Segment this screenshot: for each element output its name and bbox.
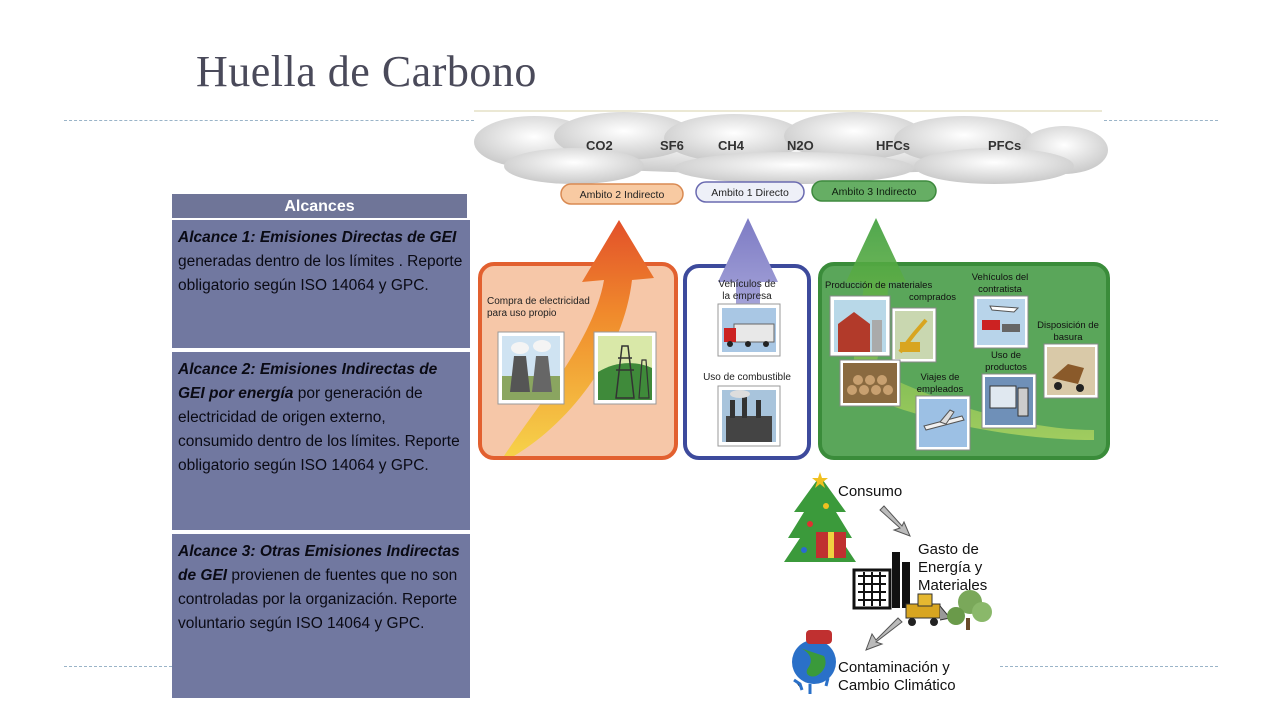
- scope-label-2: Ambito 2 Indirecto: [580, 189, 665, 201]
- cloud-icon: [474, 112, 1108, 184]
- table-row: Alcance 1: Emisiones Directas de GEI gen…: [172, 220, 470, 348]
- scope-label-1: Ambito 1 Directo: [711, 187, 789, 199]
- panel-label: Uso de combustible: [703, 372, 791, 383]
- gas-label: PFCs: [988, 138, 1021, 153]
- panel-label: empleados: [917, 384, 964, 395]
- gas-label: CH4: [718, 138, 745, 153]
- power-tower-icon: [593, 331, 657, 405]
- panel-label: Disposición de: [1037, 320, 1099, 331]
- truck-icon: [717, 303, 781, 357]
- excavator-icon: [891, 307, 937, 363]
- vehicles-icon: [973, 295, 1029, 349]
- panel-label: para uso propio: [487, 308, 557, 319]
- flow-step-energia: Energía y: [918, 559, 983, 576]
- row-text: por generación de electricidad de origen…: [178, 385, 460, 474]
- panel-label: contratista: [978, 284, 1023, 295]
- gas-label: SF6: [660, 138, 684, 153]
- row-text: provienen de fuentes que no son controla…: [178, 567, 458, 632]
- row-title: Alcance 3: Otras Emisiones Indirectas de…: [178, 543, 460, 584]
- power-plant-icon: [497, 331, 565, 405]
- flow-step-consumo: Consumo: [838, 483, 902, 500]
- consumption-flow: Consumo Gasto de Energía y Materiales Co…: [784, 472, 992, 694]
- panel-label: Vehículos del: [972, 272, 1029, 283]
- row-title: Alcance 2: Emisiones Indirectas de GEI p…: [178, 361, 438, 402]
- scope3-arrow-icon: [846, 218, 1094, 440]
- flow-step-cambio: Cambio Climático: [838, 677, 956, 694]
- slide-title: Huella de Carbono: [196, 47, 537, 96]
- scopes-diagram: CO2 SF6 CH4 N2O HFCs PFCs Ambito 2 Indir…: [474, 110, 1110, 460]
- airplane-icon: [915, 395, 971, 451]
- logs-icon: [839, 359, 901, 407]
- gas-label: HFCs: [876, 138, 910, 153]
- panel-label: Producción de materiales: [825, 280, 932, 291]
- computer-icon: [981, 373, 1037, 429]
- panel-label: Compra de electricidad: [487, 296, 590, 307]
- flow-step-gasto: Gasto de: [918, 541, 979, 558]
- industry-icon: [852, 552, 910, 610]
- gas-label: N2O: [787, 138, 814, 153]
- globe-icon: [792, 630, 836, 694]
- panel-label: comprados: [909, 292, 956, 303]
- scope1-arrow-icon: [718, 218, 778, 350]
- divider-right: [1104, 120, 1218, 121]
- panel-label: basura: [1053, 332, 1083, 343]
- arrow-down-right-icon: [879, 505, 911, 537]
- panel-label: productos: [985, 362, 1027, 373]
- row-text: generadas dentro de los límites . Report…: [178, 253, 463, 294]
- panel-label: Vehículos de: [718, 279, 776, 290]
- scope-pill-3: [811, 180, 937, 202]
- gas-label: CO2: [586, 138, 613, 153]
- divider-bottom-right: [1000, 666, 1218, 667]
- scope-pill-1: [695, 181, 805, 203]
- divider-left: [64, 120, 474, 121]
- panel-label: la empresa: [722, 291, 772, 302]
- bulldozer-icon: [905, 593, 951, 626]
- flow-step-contaminacion: Contaminación y: [838, 659, 950, 676]
- flow-step-materiales: Materiales: [918, 577, 987, 594]
- gas-labels: CO2 SF6 CH4 N2O HFCs PFCs: [586, 138, 1021, 153]
- dump-truck-icon: [1043, 343, 1099, 399]
- scope2-arrow-icon: [504, 220, 654, 456]
- farm-icon: [829, 295, 891, 357]
- divider-bottom-left: [64, 666, 172, 667]
- row-title: Alcance 1: Emisiones Directas de GEI: [178, 229, 457, 246]
- scope-pill-2: [560, 183, 684, 205]
- panel-label: Uso de: [991, 350, 1021, 361]
- panel-label: Viajes de: [921, 372, 960, 383]
- tree-icon: [947, 590, 992, 630]
- christmas-tree-icon: [784, 472, 856, 562]
- table-header: Alcances: [172, 194, 467, 220]
- scope-label-3: Ambito 3 Indirecto: [832, 186, 917, 198]
- table-row: Alcance 3: Otras Emisiones Indirectas de…: [172, 532, 470, 698]
- table-row: Alcance 2: Emisiones Indirectas de GEI p…: [172, 350, 470, 530]
- factory-icon: [717, 385, 781, 447]
- arrow-down-left-icon: [865, 617, 903, 651]
